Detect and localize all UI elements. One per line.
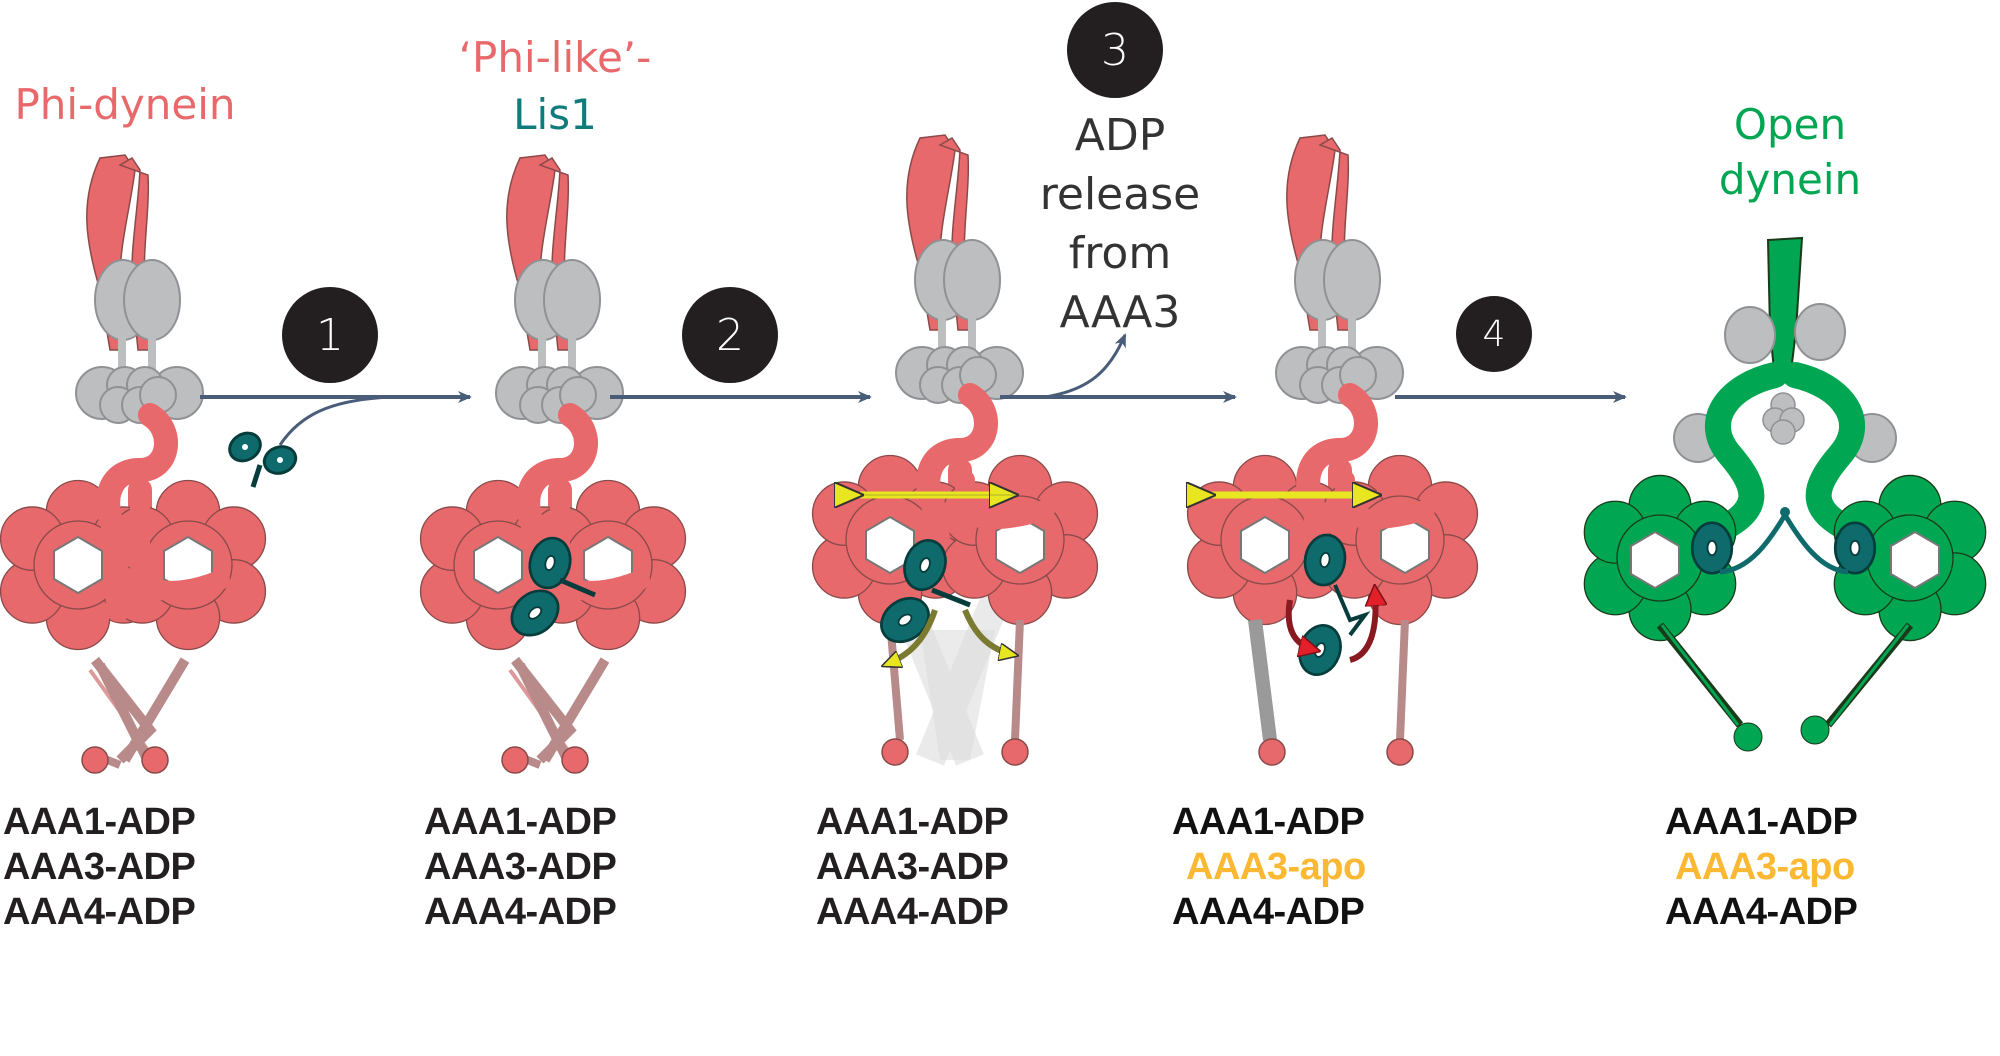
state-1-line-1: AAA1-ADP: [3, 801, 196, 843]
title-phi-dynein: Phi-dynein: [14, 80, 236, 129]
open-dynein-molecule: [1583, 236, 1987, 752]
step-3-badge: 3: [1067, 2, 1163, 98]
state-block-1: AAA1-ADP AAA3-ADP AAA4-ADP: [3, 800, 196, 935]
phi-dynein-molecule: [0, 155, 267, 773]
state-2-line-3: AAA4-ADP: [424, 891, 617, 933]
state-1-line-2: AAA3-ADP: [3, 846, 196, 888]
step-3-line-3: from: [1068, 228, 1172, 279]
title-dynein: dynein: [1718, 155, 1862, 204]
lis1-binding-curve: [278, 395, 391, 446]
step-3-number: 3: [1101, 24, 1129, 76]
step-4-badge: 4: [1456, 296, 1532, 372]
step-1-number: 1: [316, 309, 344, 361]
state-5-line-2: AAA3-apo: [1675, 846, 1855, 888]
title-phi-like: ‘Phi-like’-: [458, 33, 652, 82]
intermediate-molecule-2: [1186, 135, 1479, 766]
state-2-line-2: AAA3-ADP: [424, 846, 617, 888]
state-block-4: AAA1-ADP AAA3-apo AAA4-ADP: [1172, 800, 1366, 935]
step-4-number: 4: [1482, 313, 1506, 355]
rotation-arrow-left: [885, 609, 938, 665]
intermediate-molecule-1: [811, 135, 1099, 766]
state-3-line-2: AAA3-ADP: [816, 846, 1009, 888]
step-3-line-1: ADP: [1074, 110, 1166, 161]
adp-release-curve: [1044, 333, 1127, 399]
title-open: Open: [1733, 100, 1847, 149]
step-3-line-4: AAA3: [1059, 287, 1181, 338]
step-2-number: 2: [716, 309, 744, 361]
state-4-line-2: AAA3-apo: [1186, 846, 1366, 888]
step-1-badge: 1: [282, 287, 378, 383]
rotation-arrow-right: [962, 608, 1015, 655]
title-lis1: Lis1: [513, 90, 597, 139]
state-block-5: AAA1-ADP AAA3-apo AAA4-ADP: [1665, 800, 1858, 935]
state-4-line-3: AAA4-ADP: [1172, 891, 1365, 933]
phi-like-lis1-molecule: [419, 155, 687, 773]
step-2-badge: 2: [682, 287, 778, 383]
state-5-line-3: AAA4-ADP: [1665, 891, 1858, 933]
state-2-line-1: AAA1-ADP: [424, 801, 617, 843]
state-4-line-1: AAA1-ADP: [1172, 801, 1365, 843]
state-block-2: AAA1-ADP AAA3-ADP AAA4-ADP: [424, 800, 617, 935]
lis1-free-dimer: [228, 431, 298, 488]
state-5-line-1: AAA1-ADP: [1665, 801, 1858, 843]
state-block-3: AAA1-ADP AAA3-ADP AAA4-ADP: [816, 800, 1009, 935]
step-3-line-2: release: [1039, 169, 1201, 220]
step-3-description: ADP release from AAA3: [1020, 106, 1220, 342]
state-3-line-1: AAA1-ADP: [816, 801, 1009, 843]
state-3-line-3: AAA4-ADP: [816, 891, 1009, 933]
state-1-line-3: AAA4-ADP: [3, 891, 196, 933]
